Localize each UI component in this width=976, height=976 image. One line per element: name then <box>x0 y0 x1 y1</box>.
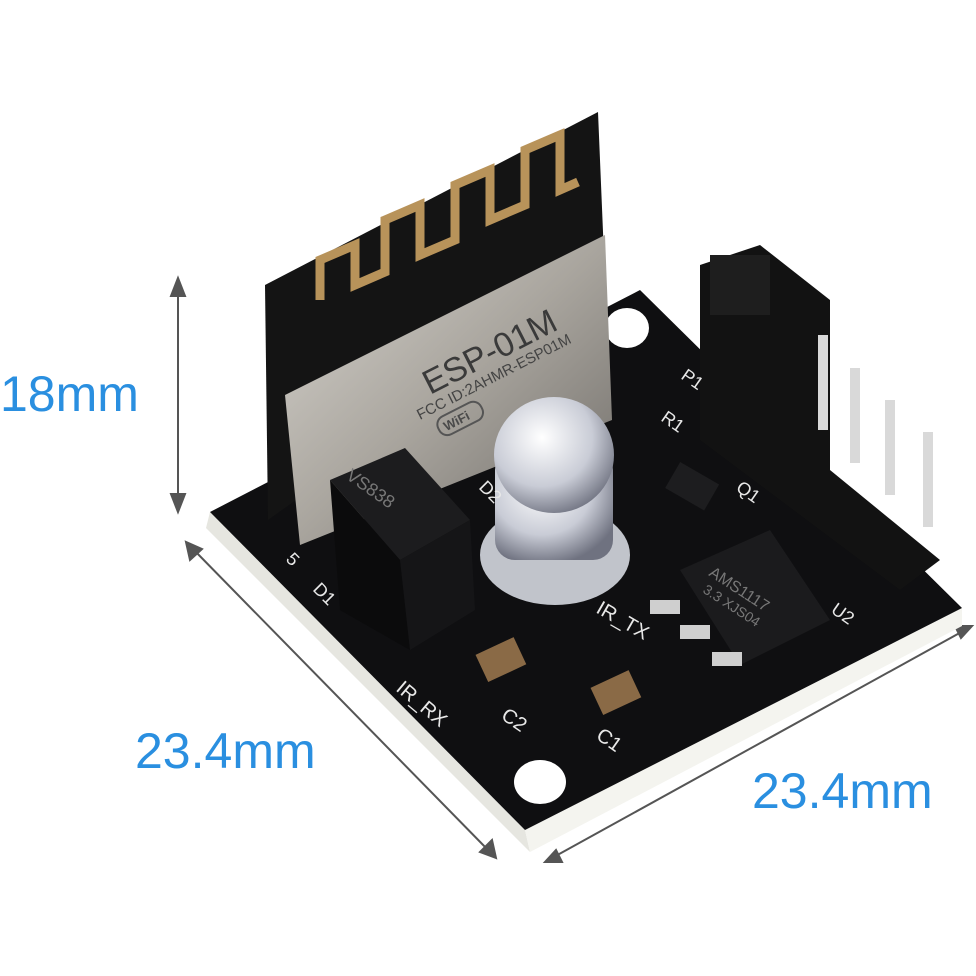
capacitor-c2 <box>475 637 527 683</box>
mounting-hole <box>514 760 566 804</box>
dimension-height-label: 18mm <box>0 366 139 422</box>
dimension-arrow-depth <box>184 540 498 860</box>
jumper-cap <box>710 255 770 315</box>
dimension-arrow-height <box>169 275 187 515</box>
dimension-depth-label: 23.4mm <box>135 723 316 779</box>
ir-receiver: VS838 <box>330 448 475 650</box>
dimension-arrow-width <box>542 625 975 863</box>
ir-led <box>480 397 630 605</box>
capacitor-c1 <box>590 670 642 716</box>
voltage-regulator: AMS1117 3.3 XJS04 <box>650 530 830 666</box>
mounting-hole <box>605 308 649 348</box>
transistor-q1 <box>665 462 720 511</box>
pin-header <box>700 245 940 590</box>
dimension-width-label: 23.4mm <box>752 763 933 819</box>
